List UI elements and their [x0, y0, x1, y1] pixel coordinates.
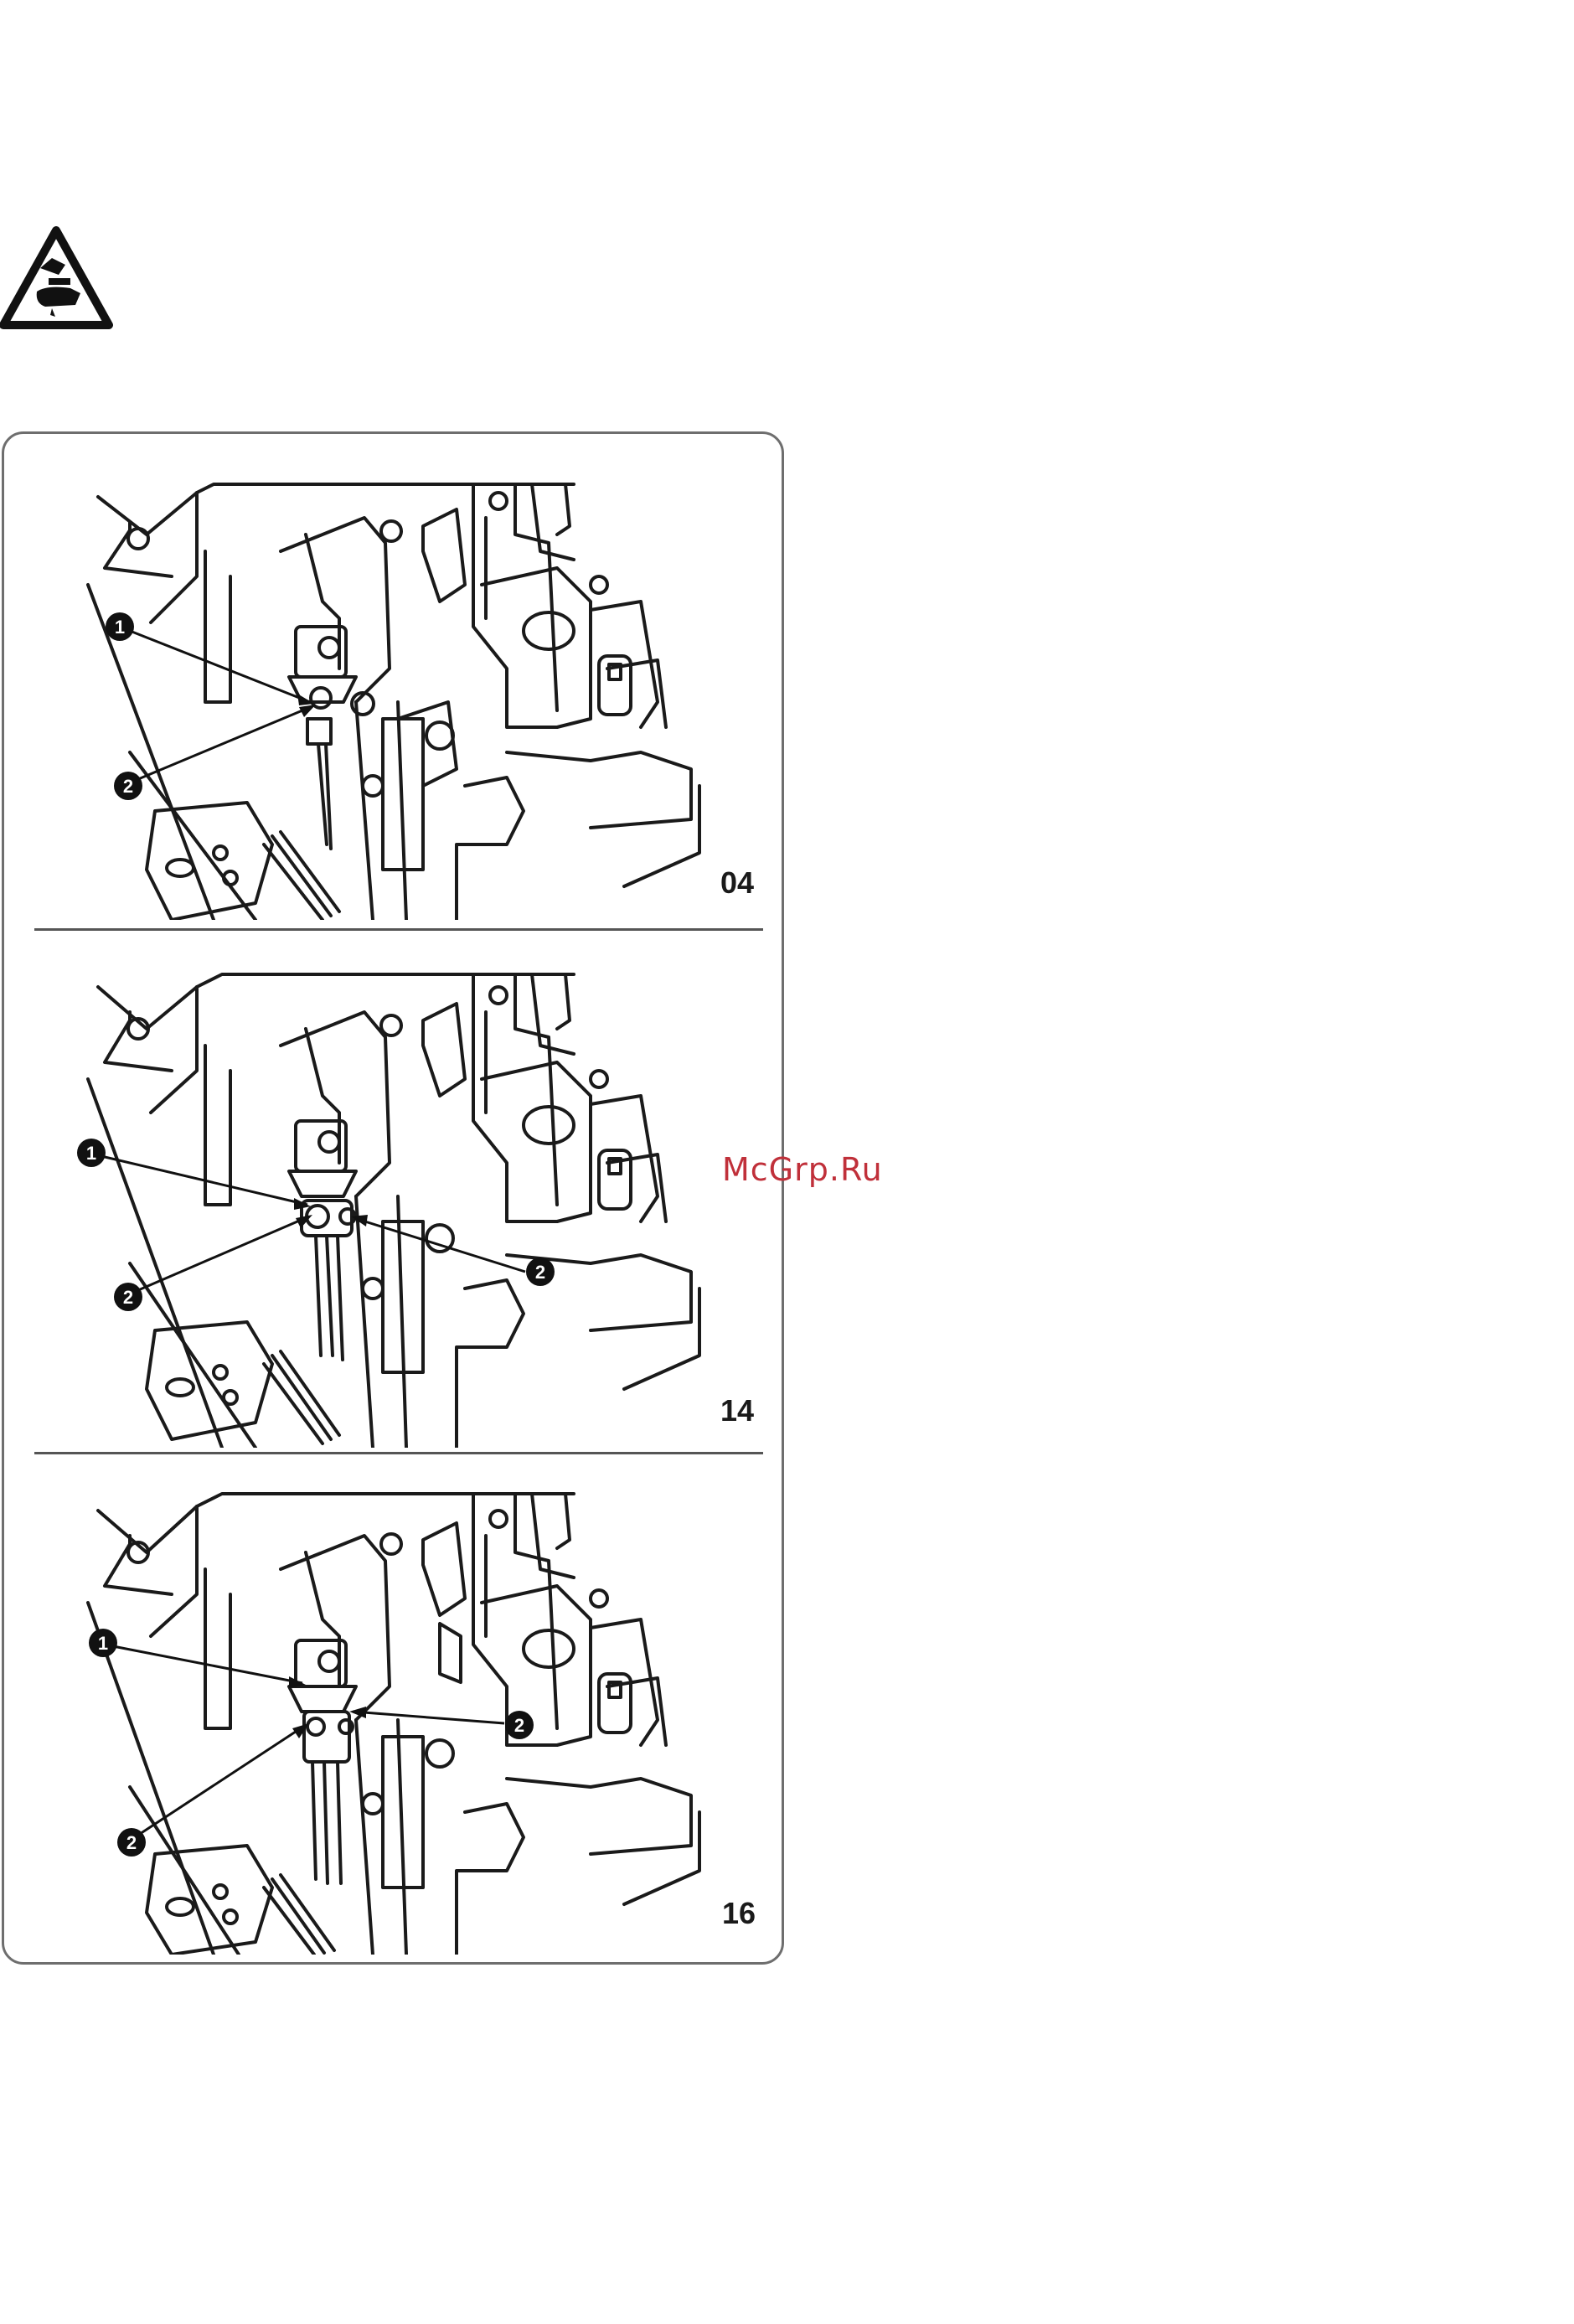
figure-frame: 1 2 04	[2, 431, 784, 1965]
callout-1-label: 1	[98, 1633, 108, 1654]
callout-2-label: 2	[123, 1287, 133, 1308]
callout-1-label: 1	[115, 617, 125, 638]
callout-2-label: 2	[123, 776, 133, 797]
figure-14: 1 2 2 14	[4, 937, 787, 1448]
figure-04: 1 2 04	[4, 451, 787, 920]
figure-16: 1 2 2 16	[4, 1460, 787, 1955]
callout-2-label: 2	[535, 1262, 545, 1283]
figure-code: 16	[722, 1896, 756, 1931]
figure-code: 14	[720, 1393, 754, 1428]
figure-divider	[34, 928, 763, 931]
figure-divider	[34, 1452, 763, 1454]
figure-code: 04	[720, 865, 754, 901]
watermark-text: McGrp.Ru	[722, 1151, 883, 1188]
callout-2-label: 2	[126, 1832, 137, 1853]
hand-crush-warning-icon	[0, 226, 113, 331]
callout-1-label: 1	[86, 1143, 96, 1164]
callout-2-label: 2	[514, 1715, 524, 1736]
